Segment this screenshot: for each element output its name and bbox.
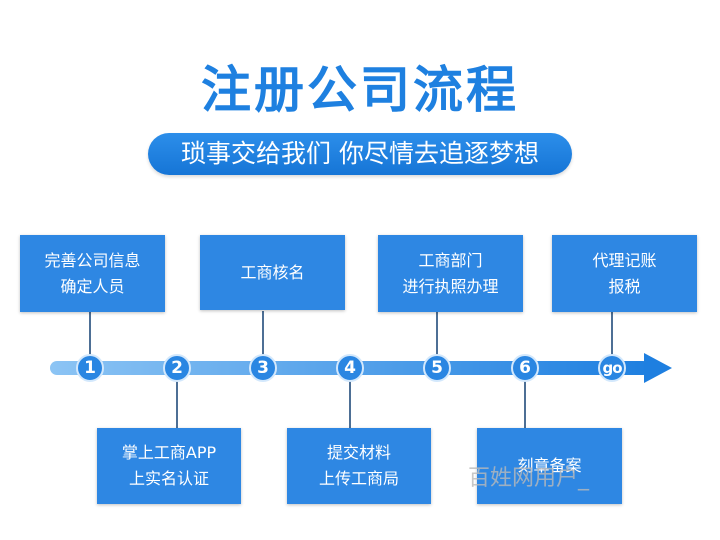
connector-step-5: [436, 311, 438, 356]
step-box-1: 完善公司信息 确定人员: [20, 235, 165, 312]
step-5-line-2: 进行执照办理: [402, 276, 499, 296]
step-box-4: 提交材料 上传工商局: [287, 428, 431, 504]
connector-step-4: [349, 381, 351, 429]
step-box-5: 工商部门 进行执照办理: [378, 235, 523, 312]
timeline-arrowhead: [644, 353, 672, 383]
step-marker-3: 3: [249, 354, 277, 382]
step-6-line-1: 刻章备案: [517, 456, 582, 475]
step-marker-6: 6: [511, 354, 539, 382]
connector-step-2: [176, 381, 178, 429]
step-1-line-2: 确定人员: [60, 276, 125, 296]
step-1-line-1: 完善公司信息: [44, 250, 141, 270]
step-box-3: 工商核名: [200, 235, 345, 310]
step-3-line-1: 工商核名: [240, 262, 305, 282]
connector-step-3: [262, 311, 264, 356]
step-marker-go: go: [598, 354, 626, 382]
subtitle-pill: 琐事交给我们 你尽情去追逐梦想: [148, 133, 572, 175]
step-box-6: 刻章备案: [477, 428, 622, 504]
step-2-line-1: 掌上工商APP: [121, 443, 217, 462]
connector-step-6: [524, 381, 526, 429]
step-4-line-1: 提交材料: [326, 443, 391, 462]
step-marker-4: 4: [336, 354, 364, 382]
step-marker-1: 1: [76, 354, 104, 382]
step-5-line-1: 工商部门: [418, 250, 483, 270]
step-go-line-1: 代理记账: [592, 250, 657, 270]
page-title: 注册公司流程: [201, 61, 519, 119]
step-2-line-2: 上实名认证: [128, 469, 209, 488]
step-4-line-2: 上传工商局: [318, 469, 399, 488]
step-go-line-2: 报税: [608, 276, 641, 296]
step-box-2: 掌上工商APP 上实名认证: [97, 428, 241, 504]
step-box-go: 代理记账 报税: [552, 235, 697, 312]
connector-step-1: [89, 311, 91, 356]
step-marker-2: 2: [163, 354, 191, 382]
step-marker-5: 5: [423, 354, 451, 382]
connector-step-go: [611, 311, 613, 356]
